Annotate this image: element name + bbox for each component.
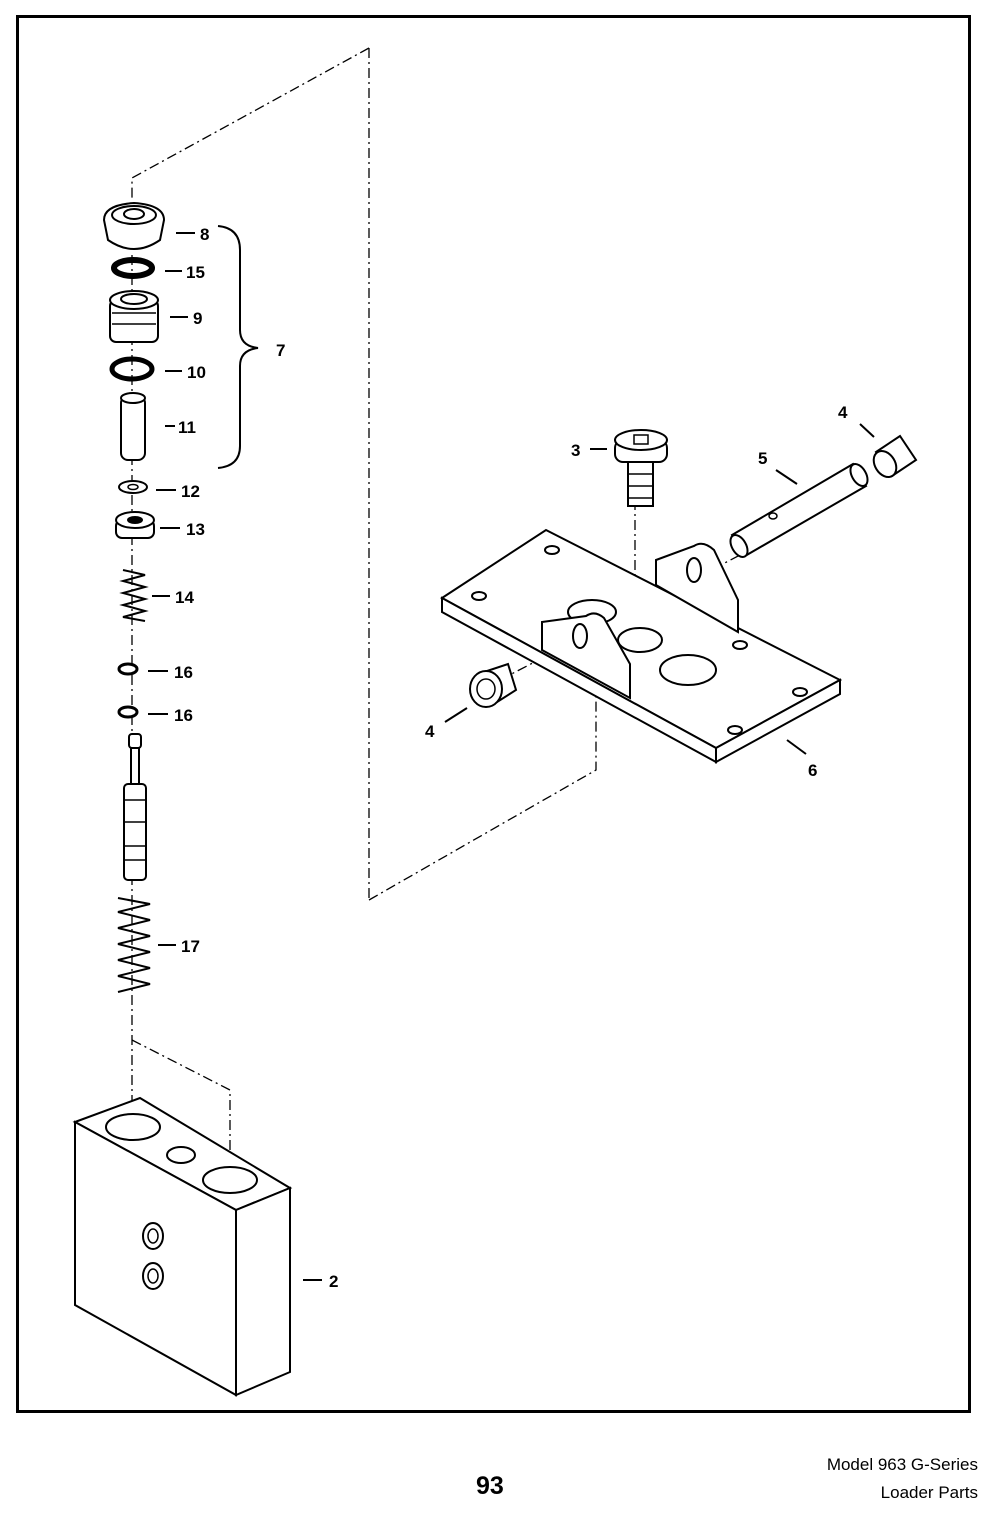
part-5-pin <box>729 462 869 558</box>
part-16-washer-lower <box>117 705 139 719</box>
spool <box>123 733 147 881</box>
callout-5: 5 <box>758 449 767 468</box>
part-2-valve-block <box>72 1096 293 1397</box>
part-10-o-ring <box>109 356 155 382</box>
page-number: 93 <box>476 1472 504 1500</box>
footer-section-title: Loader Parts <box>880 1483 978 1502</box>
part-9-valve-body <box>109 290 159 343</box>
footer-model-title: Model 963 G-Series <box>826 1455 978 1474</box>
part-15-ring <box>111 257 155 279</box>
part-17-spring <box>117 897 151 993</box>
part-8-cap <box>102 201 166 250</box>
part-14-spring <box>119 569 149 622</box>
callout-16-upper: 16 <box>174 663 193 682</box>
part-6-mounting-plate <box>440 528 843 764</box>
part-12-washer <box>118 480 148 494</box>
callout-8: 8 <box>200 225 209 244</box>
callout-16-lower: 16 <box>174 706 193 725</box>
group-7-bracket <box>217 225 259 469</box>
callout-9: 9 <box>193 309 202 328</box>
callout-12: 12 <box>181 482 200 501</box>
part-13-bearing <box>115 511 155 539</box>
callout-4-lower: 4 <box>425 722 435 741</box>
part-4-bushing-lower <box>469 662 518 708</box>
callout-14: 14 <box>175 588 194 607</box>
callout-7: 7 <box>276 341 285 360</box>
part-3-bolt <box>614 429 668 507</box>
part-16-washer-upper <box>117 662 139 676</box>
callout-13: 13 <box>186 520 205 539</box>
callout-10: 10 <box>187 363 206 382</box>
part-4-bushing-upper <box>872 434 918 479</box>
callout-17: 17 <box>181 937 200 956</box>
part-11-pin <box>120 392 146 461</box>
callout-3: 3 <box>571 441 580 460</box>
callout-4-upper: 4 <box>838 403 848 422</box>
diagram-frame <box>16 15 971 1413</box>
callout-6: 6 <box>808 761 817 780</box>
callout-2: 2 <box>329 1272 338 1291</box>
callout-11: 11 <box>178 418 196 437</box>
callout-15: 15 <box>186 263 205 282</box>
